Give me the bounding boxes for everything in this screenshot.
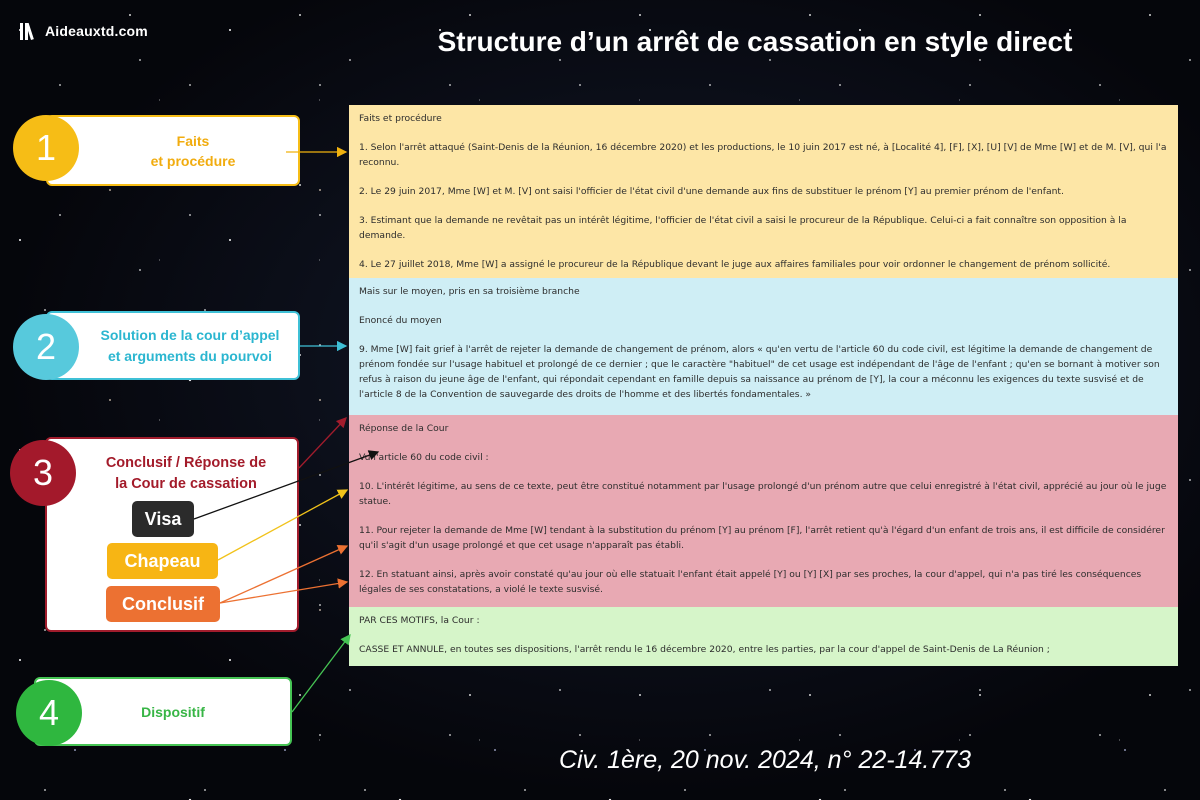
step-number-badge: 2 <box>13 314 79 380</box>
logo-text: Aideauxtd.com <box>45 23 148 39</box>
section-heading-dispositif: PAR CES MOTIFS, la Cour : <box>359 615 480 626</box>
callout-label: Faits et procédure <box>150 132 236 169</box>
paragraph: 2. Le 29 juin 2017, Mme [W] et M. [V] on… <box>359 186 1064 197</box>
callout-label: Solution de la cour d’appel et arguments… <box>100 326 280 364</box>
chapeau-paragraph: 10. L'intérêt légitime, au sens de ce te… <box>359 481 1167 507</box>
step-number-badge: 1 <box>13 115 79 181</box>
section-heading-reponse: Réponse de la Cour <box>359 423 449 434</box>
arrow-reponse <box>298 417 347 469</box>
tag-conclusif: Conclusif <box>106 586 220 622</box>
section-moyen: Mais sur le moyen, pris en sa troisième … <box>349 278 1178 415</box>
conclusif-paragraph: 12. En statuant ainsi, après avoir const… <box>359 569 1142 595</box>
section-heading-moyen: Mais sur le moyen, pris en sa troisième … <box>359 286 580 297</box>
site-logo[interactable]: Aideauxtd.com <box>20 22 148 40</box>
step-number-badge: 3 <box>10 440 76 506</box>
callout-faits: Faits et procédure <box>46 115 300 186</box>
section-reponse: Réponse de la Cour Vu l'article 60 du co… <box>349 415 1178 607</box>
paragraph: CASSE ET ANNULE, en toutes ses dispositi… <box>359 644 1050 655</box>
callout-solution-pourvoi: Solution de la cour d’appel et arguments… <box>46 311 300 380</box>
section-heading-faits: Faits et procédure <box>359 113 442 124</box>
step-number-badge: 4 <box>16 680 82 746</box>
callout-label: Conclusif / Réponse de la Cour de cassat… <box>105 455 267 492</box>
visa-line: Vu l'article 60 du code civil : <box>359 452 489 463</box>
tag-visa: Visa <box>132 501 194 537</box>
section-dispositif: PAR CES MOTIFS, la Cour : CASSE ET ANNUL… <box>349 607 1178 666</box>
paragraph: 11. Pour rejeter la demande de Mme [W] t… <box>359 525 1165 551</box>
paragraph: 1. Selon l'arrêt attaqué (Saint-Denis de… <box>359 142 1167 168</box>
judgment-document: Faits et procédure 1. Selon l'arrêt atta… <box>349 105 1178 666</box>
callout-label: Dispositif <box>141 703 205 720</box>
arrow-dispositif <box>291 633 351 713</box>
paragraph: 4. Le 27 juillet 2018, Mme [W] a assigné… <box>359 259 1111 270</box>
paragraph: 3. Estimant que la demande ne revêtait p… <box>359 215 1127 241</box>
tag-chapeau: Chapeau <box>107 543 218 579</box>
books-icon <box>20 22 40 40</box>
case-reference: Civ. 1ère, 20 nov. 2024, n° 22-14.773 <box>558 746 972 774</box>
page-title: Structure d’un arrêt de cassation en sty… <box>437 26 1073 57</box>
paragraph: 9. Mme [W] fait grief à l'arrêt de rejet… <box>359 344 1160 400</box>
section-faits: Faits et procédure 1. Selon l'arrêt atta… <box>349 105 1178 278</box>
subheading-enonce: Enoncé du moyen <box>359 315 442 326</box>
